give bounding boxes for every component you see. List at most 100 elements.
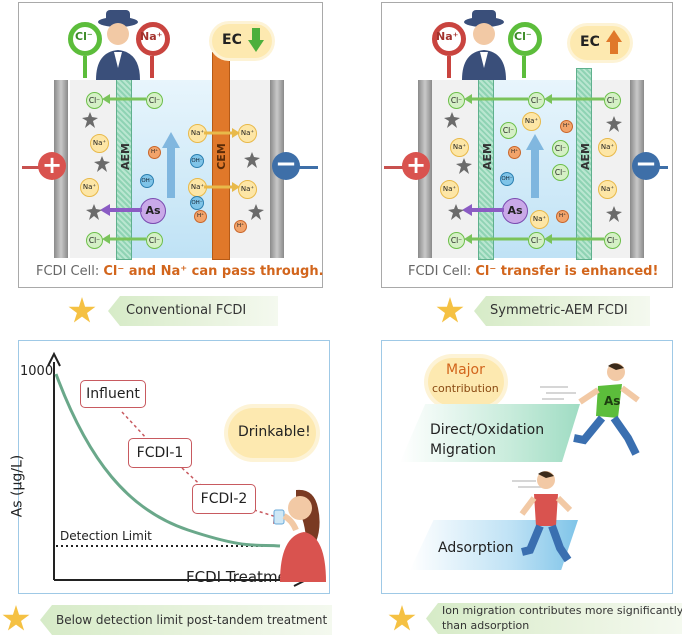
cl-ion: Cl⁻ — [552, 164, 569, 181]
y-tick-label: 1000 — [20, 364, 54, 379]
wire-right — [290, 166, 318, 169]
na-ion: Na⁺ — [80, 178, 99, 197]
cl-sensor-stem — [522, 56, 526, 78]
minus-terminal-icon: − — [632, 151, 660, 180]
na-sensor-icon — [136, 22, 170, 56]
cl-arrow-icon — [102, 94, 146, 104]
caption-text: Cl⁻ and Na⁺ can pass through. — [103, 264, 324, 279]
runner-as-label: As — [604, 394, 621, 408]
detection-limit-label: Detection Limit — [60, 529, 152, 543]
aem-label-left: AEM — [480, 143, 494, 170]
ec-label: EC — [580, 34, 600, 50]
wire-left — [384, 166, 418, 169]
adsorbed-particle-icon — [606, 116, 622, 132]
star-icon — [68, 297, 96, 323]
h-ion: H⁺ — [194, 210, 207, 223]
stage-fcdi-2: FCDI-2 — [192, 484, 256, 514]
cl-ion: Cl⁻ — [86, 92, 103, 109]
runner-fast-icon — [573, 363, 640, 456]
runner-slow-icon — [519, 471, 573, 563]
h-ion: H⁺ — [508, 146, 521, 159]
cl-ion: Cl⁻ — [146, 92, 163, 109]
h-ion: H⁺ — [148, 146, 161, 159]
na-sensor-stem — [447, 56, 451, 78]
contribution-label: contribution — [432, 382, 499, 395]
cl-sensor-icon — [68, 22, 102, 56]
star-icon — [436, 297, 464, 323]
adsorbed-particle-icon — [448, 204, 464, 220]
caption-text: Cl⁻ transfer is enhanced! — [475, 264, 659, 279]
star-icon — [2, 605, 30, 631]
as-arrow-icon — [100, 204, 142, 216]
inspector-person-icon — [96, 10, 140, 80]
cl-ion: Cl⁻ — [146, 232, 163, 249]
banner-label: Below detection limit post-tandem treatm… — [56, 613, 328, 627]
flow-up-arrow-icon — [162, 132, 180, 198]
plus-terminal-icon: + — [402, 152, 430, 180]
oh-ion: OH⁻ — [190, 196, 204, 210]
cl-arrow-icon — [464, 94, 528, 104]
banner-line-2: than adsorption — [442, 619, 530, 632]
na-ion: Na⁺ — [440, 180, 459, 199]
adsorbed-particle-icon — [456, 158, 472, 174]
aem-membrane-right — [576, 68, 592, 260]
x-axis-label: FCDI Treatment — [186, 568, 303, 586]
cl-sensor-label: Cl⁻ — [75, 30, 93, 43]
drinkable-cloud — [228, 408, 316, 458]
na-ion: Na⁺ — [522, 112, 541, 131]
na-ion: Na⁺ — [238, 124, 257, 143]
adsorbed-particle-icon — [248, 204, 264, 220]
oh-ion: OH⁻ — [500, 172, 514, 186]
cl-ion: Cl⁻ — [604, 92, 621, 109]
h-ion: H⁺ — [560, 120, 573, 133]
speed-lines-icon — [512, 480, 544, 488]
cl-ion: Cl⁻ — [528, 232, 545, 249]
cl-ion: Cl⁻ — [528, 92, 545, 109]
contribution-banner: Ion migration contributes more significa… — [426, 603, 682, 634]
banner-line-1: Ion migration contributes more significa… — [442, 604, 684, 617]
as-ion: As — [502, 198, 528, 224]
oh-ion: OH⁻ — [190, 154, 204, 168]
inspector-person-icon — [462, 10, 506, 80]
ec-up-arrow-icon — [606, 30, 622, 54]
conventional-fcdi-banner: Conventional FCDI — [108, 296, 278, 326]
stage-influent: Influent — [80, 380, 146, 408]
caption-symmetric: FCDI Cell: Cl⁻ transfer is enhanced! — [408, 264, 658, 279]
y-axis-arrow-icon — [47, 351, 61, 367]
star-icon — [388, 605, 416, 631]
adsorbed-particle-icon — [606, 206, 622, 222]
ec-down-arrow-icon — [248, 28, 264, 52]
cl-sensor-stem — [83, 56, 87, 78]
cl-ion: Cl⁻ — [552, 140, 569, 157]
ec-cloud — [570, 26, 630, 60]
stage-connector — [121, 411, 149, 441]
h-ion: H⁺ — [556, 210, 569, 223]
as-arrow-icon — [462, 204, 504, 216]
cl-arrow-icon — [464, 234, 528, 244]
electrode-chamber-left — [70, 80, 116, 258]
adsorbed-particle-icon — [82, 112, 98, 128]
na-ion: Na⁺ — [450, 138, 469, 157]
stage-connector — [253, 509, 281, 519]
minus-terminal-icon: − — [272, 151, 300, 180]
adsorption-label: Adsorption — [438, 540, 514, 556]
cl-ion: Cl⁻ — [448, 232, 465, 249]
cl-ion: Cl⁻ — [500, 122, 517, 139]
decay-curve — [54, 373, 281, 548]
treatment-chart — [47, 351, 309, 587]
caption-prefix: FCDI Cell: — [36, 264, 100, 279]
cl-arrow-icon — [544, 94, 604, 104]
oh-ion: OH⁻ — [140, 174, 154, 188]
flow-up-arrow-icon — [526, 134, 544, 198]
migration-label-2: Migration — [430, 442, 497, 458]
as-ion: As — [140, 198, 166, 224]
cl-ion: Cl⁻ — [448, 92, 465, 109]
drinking-person-icon — [273, 489, 326, 582]
adsorbed-particle-icon — [444, 112, 460, 128]
adsorbed-particle-icon — [94, 156, 110, 172]
ec-label: EC — [222, 32, 242, 48]
cl-arrow-icon — [544, 234, 604, 244]
na-ion: Na⁺ — [530, 210, 549, 229]
h-ion: H⁺ — [234, 220, 247, 233]
caption-prefix: FCDI Cell: — [408, 264, 472, 279]
